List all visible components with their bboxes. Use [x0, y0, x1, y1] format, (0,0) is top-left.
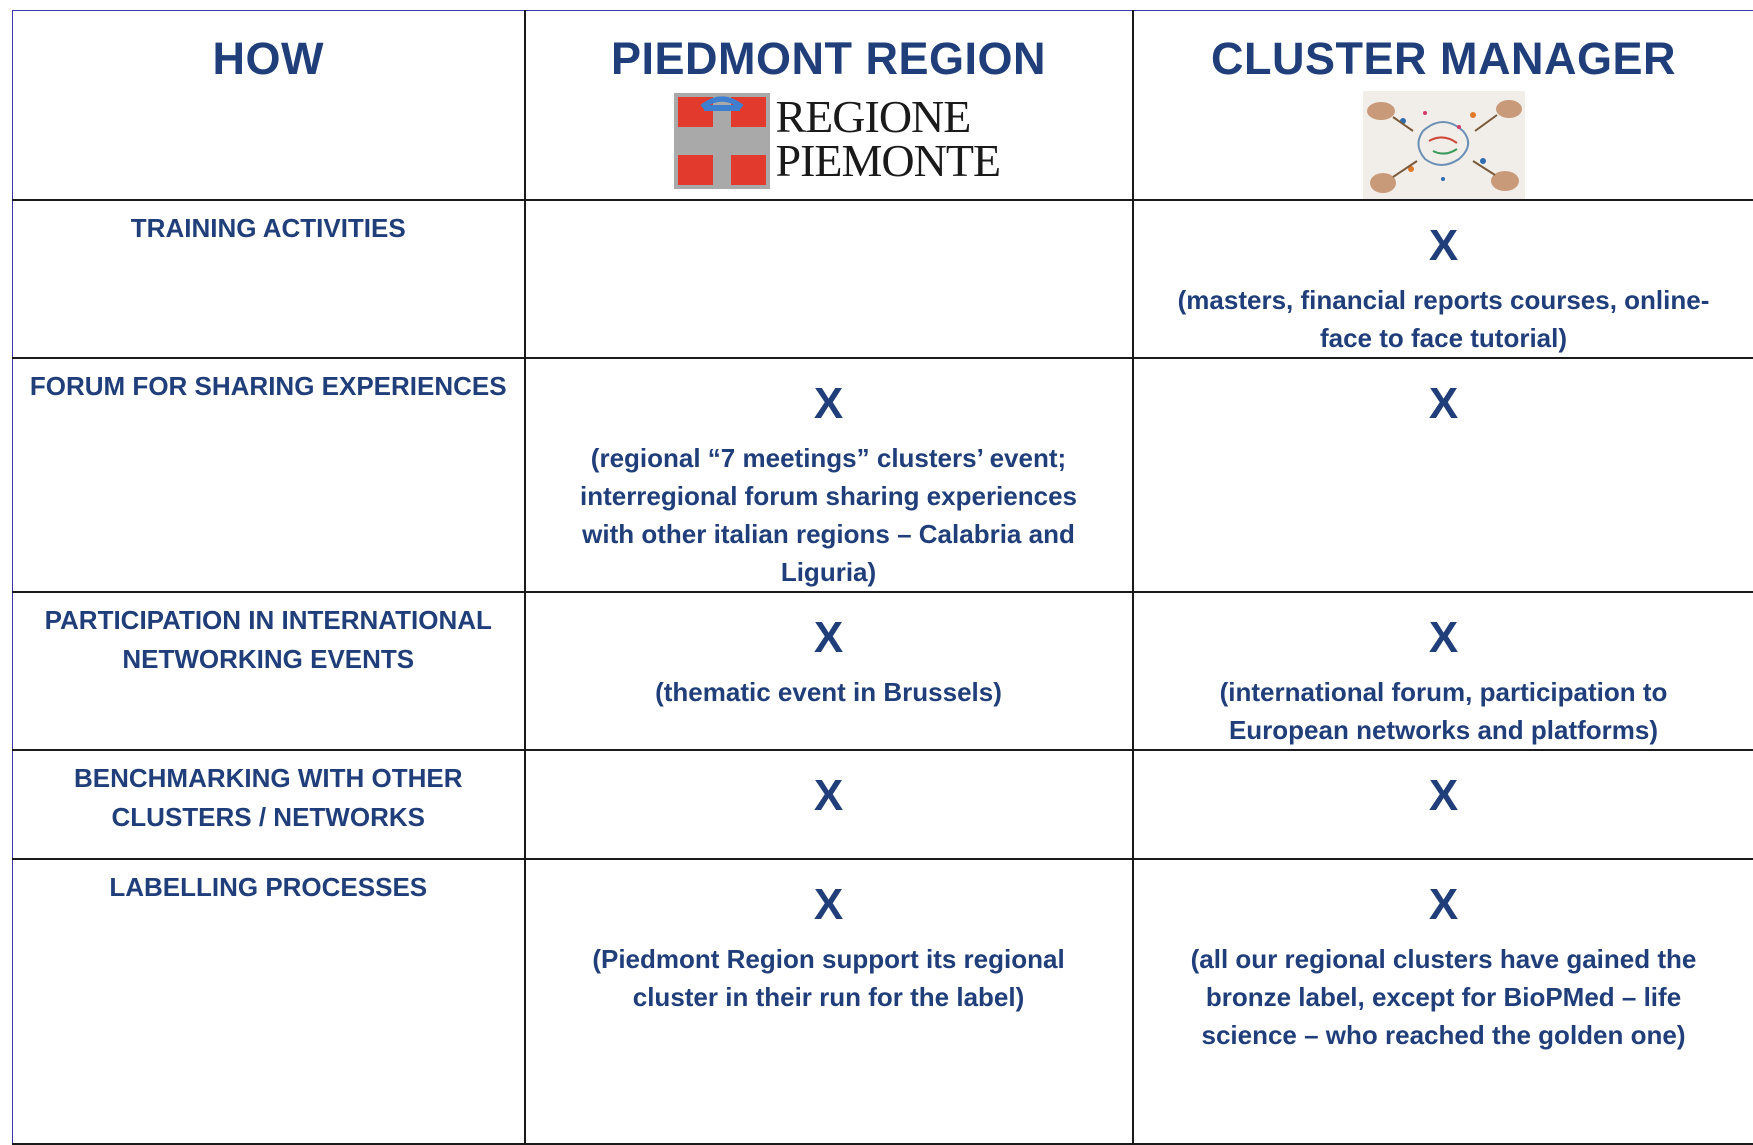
comparison-slide: HOW PIEDMONT REGION	[0, 0, 1753, 1105]
row-label: TRAINING ACTIVITIES	[13, 201, 524, 248]
row-label: LABELLING PROCESSES	[13, 860, 524, 907]
table-row: FORUM FOR SHARING EXPERIENCES X (regiona…	[13, 358, 1753, 592]
header-row: HOW PIEDMONT REGION	[13, 11, 1753, 201]
regione-piemonte-logo: REGIONE PIEMONTE	[674, 93, 984, 189]
logo-text: REGIONE PIEMONTE	[776, 95, 1001, 183]
collaboration-photo	[1363, 91, 1525, 199]
cm-mark: X	[1134, 379, 1753, 429]
region-mark: X	[526, 771, 1132, 821]
cm-note: (international forum, participation to E…	[1134, 673, 1753, 749]
region-note: (Piedmont Region support its regional cl…	[526, 940, 1132, 1016]
header-region-cell: PIEDMONT REGION REGIONE PI	[525, 11, 1133, 201]
region-mark: X	[526, 613, 1132, 663]
table-row: BENCHMARKING WITH OTHER CLUSTERS / NETWO…	[13, 750, 1753, 859]
logo-cross-emblem	[674, 93, 770, 189]
cm-note: (all our regional clusters have gained t…	[1134, 940, 1753, 1054]
row-label: BENCHMARKING WITH OTHER CLUSTERS / NETWO…	[13, 751, 524, 837]
table-row: TRAINING ACTIVITIES X (masters, financia…	[13, 200, 1753, 358]
cm-note: (masters, financial reports courses, onl…	[1134, 281, 1753, 357]
cm-mark: X	[1134, 613, 1753, 663]
logo-knot-icon	[674, 93, 770, 133]
table-row: LABELLING PROCESSES X (Piedmont Region s…	[13, 859, 1753, 1144]
region-note: (regional “7 meetings” clusters’ event; …	[526, 439, 1132, 591]
region-mark: X	[526, 379, 1132, 429]
header-cm-cell: CLUSTER MANAGER	[1133, 11, 1753, 201]
cm-mark: X	[1134, 771, 1753, 821]
header-how-cell: HOW	[13, 11, 525, 201]
region-mark: X	[526, 880, 1132, 930]
region-note: (thematic event in Brussels)	[526, 673, 1132, 711]
row-label: PARTICIPATION IN INTERNATIONAL NETWORKIN…	[13, 593, 524, 679]
cm-mark: X	[1134, 221, 1753, 271]
row-label: FORUM FOR SHARING EXPERIENCES	[13, 359, 524, 406]
table-row: PARTICIPATION IN INTERNATIONAL NETWORKIN…	[13, 592, 1753, 750]
header-region: PIEDMONT REGION	[526, 11, 1132, 85]
comparison-table: HOW PIEDMONT REGION	[12, 10, 1753, 1145]
header-cluster-manager: CLUSTER MANAGER	[1134, 11, 1753, 85]
cm-mark: X	[1134, 880, 1753, 930]
header-how: HOW	[13, 11, 524, 85]
